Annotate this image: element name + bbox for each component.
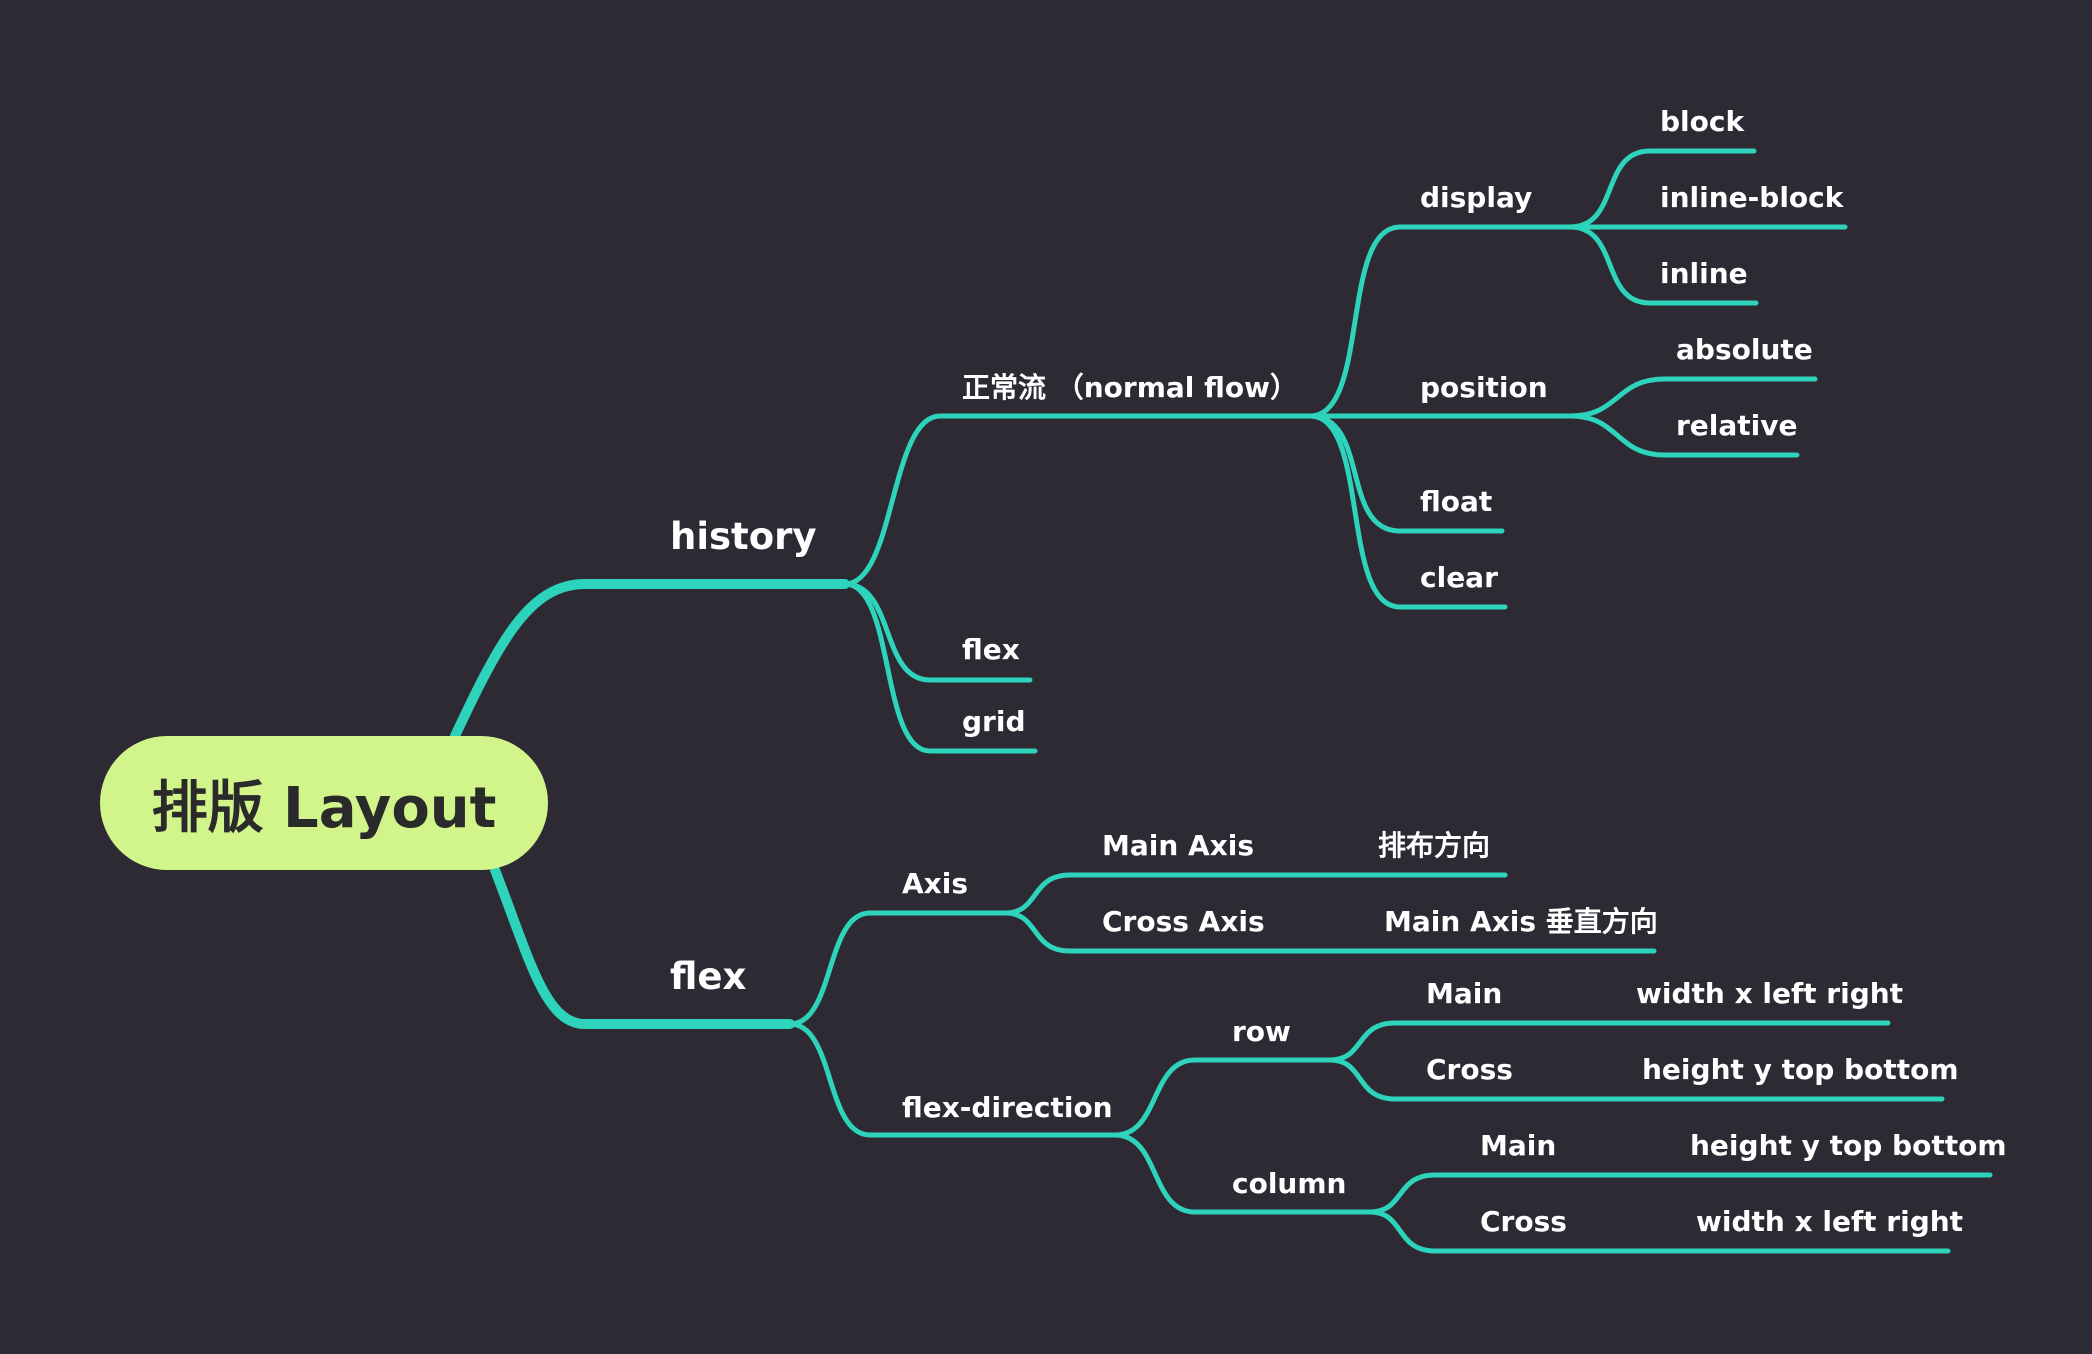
link-normalflow-display xyxy=(1307,224,1573,419)
node-block[interactable]: block xyxy=(1660,105,1745,138)
node-row-cross-desc[interactable]: height y top bottom xyxy=(1642,1053,1959,1086)
link-column-main xyxy=(1367,1172,1993,1215)
link-position-absolute xyxy=(1567,376,1818,419)
link-axis-main xyxy=(1002,872,1508,916)
node-row-main-desc[interactable]: width x left right xyxy=(1636,977,1904,1010)
node-flex-history[interactable]: flex xyxy=(962,633,1020,666)
link-normalflow-float xyxy=(1307,413,1505,534)
node-main-axis-desc[interactable]: 排布方向 xyxy=(1378,829,1491,862)
node-history[interactable]: history xyxy=(670,515,817,558)
node-column[interactable]: column xyxy=(1232,1167,1347,1200)
link-display-block xyxy=(1567,148,1757,230)
link-normalflow-clear xyxy=(1307,413,1508,610)
node-col-cross-desc[interactable]: width x left right xyxy=(1696,1205,1964,1238)
link-axis-cross xyxy=(1002,910,1657,954)
node-position[interactable]: position xyxy=(1420,371,1548,404)
link-root-history xyxy=(450,579,850,741)
node-main-axis[interactable]: Main Axis xyxy=(1102,829,1255,862)
link-flex-axis xyxy=(787,910,1008,1027)
link-history-normalflow xyxy=(842,413,1313,587)
node-float[interactable]: float xyxy=(1420,485,1493,518)
link-history-grid xyxy=(842,581,1038,754)
link-flex-direction xyxy=(787,1021,1118,1138)
link-direction-row xyxy=(1112,1057,1333,1138)
node-row[interactable]: row xyxy=(1232,1015,1291,1048)
node-row-main[interactable]: Main xyxy=(1426,977,1503,1010)
node-clear[interactable]: clear xyxy=(1420,561,1498,594)
node-normal-flow[interactable]: 正常流 （normal flow） xyxy=(962,371,1299,404)
node-flex-direction[interactable]: flex-direction xyxy=(902,1091,1113,1124)
node-col-main-desc[interactable]: height y top bottom xyxy=(1690,1129,2007,1162)
link-position-relative xyxy=(1567,413,1800,458)
link-display-inline xyxy=(1567,224,1759,306)
node-row-cross[interactable]: Cross xyxy=(1426,1053,1513,1086)
link-root-flex xyxy=(490,865,795,1029)
node-inline-block[interactable]: inline-block xyxy=(1660,181,1844,214)
root-label: 排版 Layout xyxy=(151,775,497,841)
link-direction-column xyxy=(1112,1132,1373,1215)
node-grid[interactable]: grid xyxy=(962,705,1026,738)
node-col-main[interactable]: Main xyxy=(1480,1129,1557,1162)
node-display[interactable]: display xyxy=(1420,181,1533,214)
node-col-cross[interactable]: Cross xyxy=(1480,1205,1567,1238)
node-cross-axis-desc[interactable]: Main Axis 垂直方向 xyxy=(1384,905,1658,938)
root-node[interactable]: 排版 Layout xyxy=(100,736,548,870)
link-row-main xyxy=(1327,1020,1891,1063)
node-relative[interactable]: relative xyxy=(1676,409,1798,442)
node-inline[interactable]: inline xyxy=(1660,257,1748,290)
node-cross-axis[interactable]: Cross Axis xyxy=(1102,905,1265,938)
link-row-cross xyxy=(1327,1057,1945,1102)
node-absolute[interactable]: absolute xyxy=(1676,333,1813,366)
node-axis[interactable]: Axis xyxy=(902,867,968,900)
node-flex[interactable]: flex xyxy=(670,955,747,998)
link-column-cross xyxy=(1367,1209,1951,1254)
